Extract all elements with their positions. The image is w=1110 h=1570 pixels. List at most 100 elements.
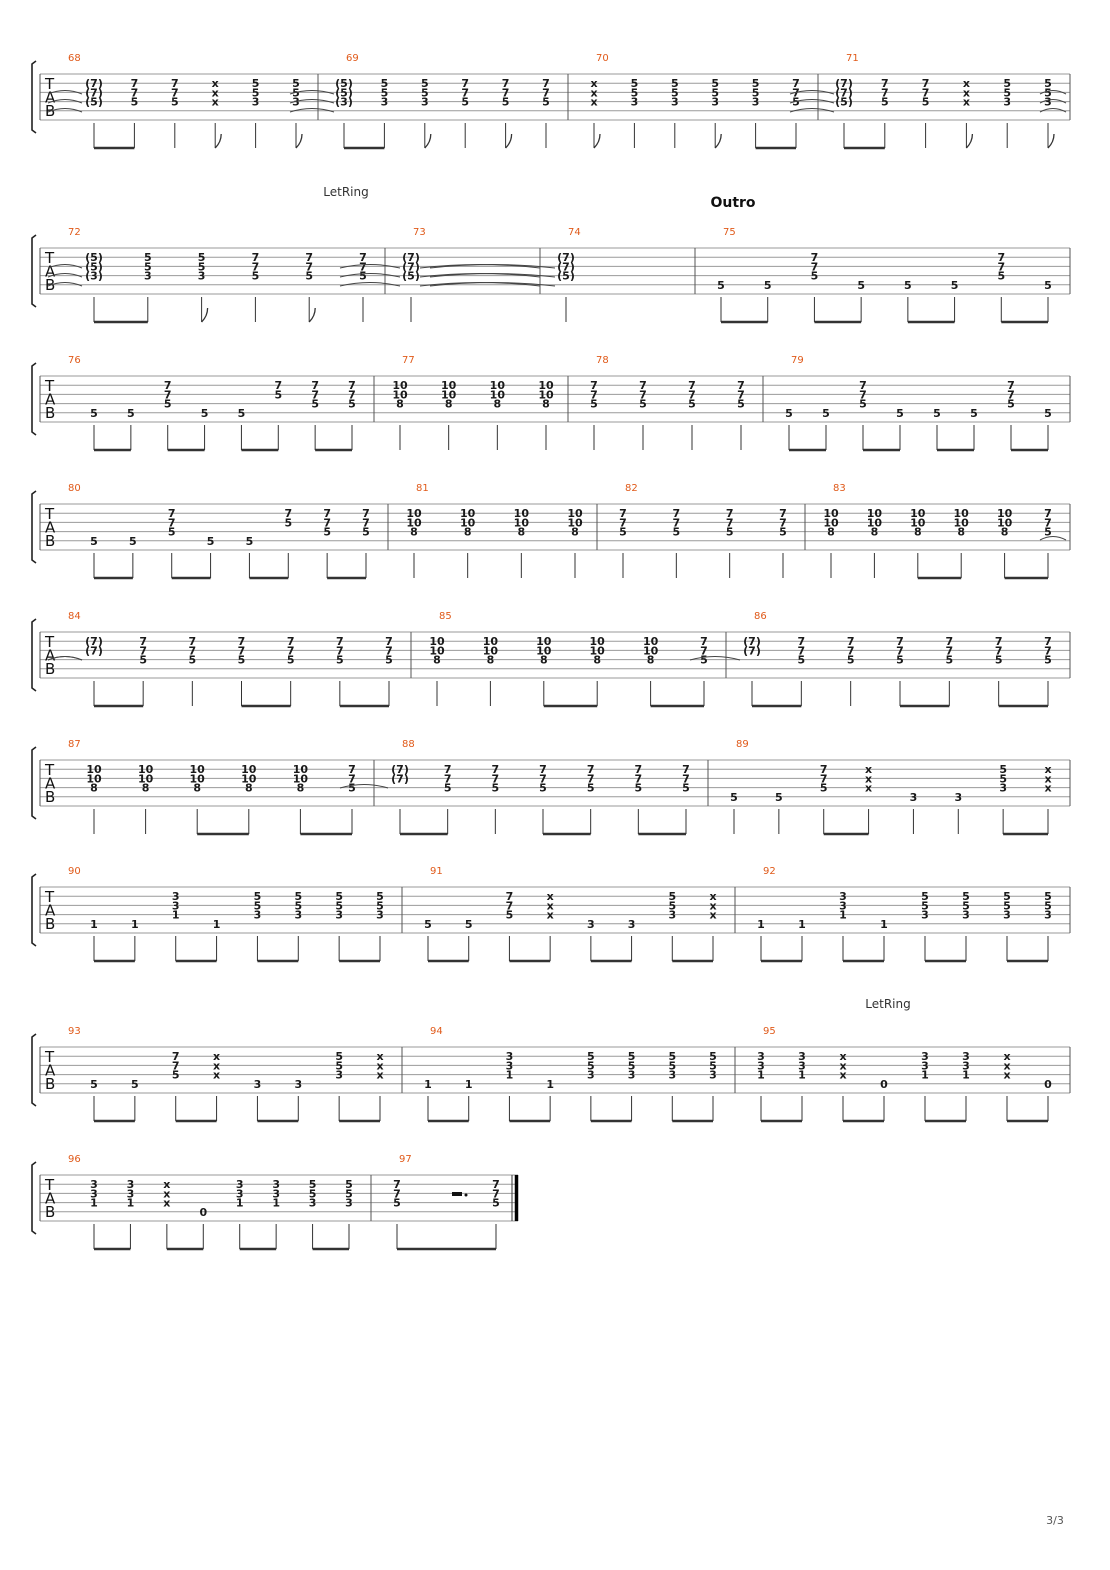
fret-number: 3 — [999, 782, 1007, 795]
tab-clef-a: A — [45, 391, 56, 409]
fret-number: 7 — [171, 86, 179, 99]
fret-number: 5 — [376, 890, 384, 903]
dead-note: x — [212, 86, 219, 99]
fret-number: (7) — [402, 260, 420, 273]
fret-number: 5 — [421, 86, 429, 99]
eighth-flag — [505, 133, 513, 149]
fret-number: 3 — [962, 1059, 970, 1072]
tab-clef-t: T — [44, 377, 55, 395]
fret-number: 7 — [590, 388, 598, 401]
fret-number: 8 — [542, 398, 550, 411]
fret-number: 10 — [406, 516, 422, 529]
fret-number: 7 — [1044, 516, 1052, 529]
measure-number: 81 — [416, 483, 429, 494]
fret-number: 7 — [502, 77, 510, 90]
fret-number: 7 — [688, 379, 696, 392]
fret-number: 8 — [871, 526, 879, 539]
fret-number: 1 — [213, 918, 221, 931]
fret-number: 1 — [798, 918, 806, 931]
fret-number: 8 — [433, 654, 441, 667]
fret-number: 5 — [294, 890, 302, 903]
fret-number: 5 — [922, 96, 930, 109]
fret-number: 7 — [506, 899, 514, 912]
fret-number: 8 — [193, 782, 201, 795]
fret-number: 3 — [335, 1069, 343, 1082]
fret-number: 5 — [381, 86, 389, 99]
fret-number: 10 — [190, 763, 206, 776]
fret-number: 7 — [922, 86, 930, 99]
let-ring-label: LetRing — [865, 997, 910, 1011]
fret-number: 5 — [131, 96, 139, 109]
fret-number: 3 — [668, 1069, 676, 1082]
fret-number: 5 — [164, 398, 172, 411]
fret-number: 7 — [737, 379, 745, 392]
fret-number: 8 — [914, 526, 922, 539]
dead-note: x — [709, 890, 716, 903]
measure-number: 85 — [439, 611, 452, 622]
fret-number: 5 — [671, 77, 679, 90]
fret-number: 7 — [539, 763, 547, 776]
fret-number: 5 — [139, 654, 147, 667]
eighth-flag — [214, 133, 222, 149]
fret-number: 7 — [542, 86, 550, 99]
fret-number: 7 — [323, 507, 331, 520]
fret-number: 7 — [287, 635, 295, 648]
fret-number: 5 — [284, 516, 292, 529]
fret-number: 3 — [421, 96, 429, 109]
fret-number: 8 — [410, 526, 418, 539]
fret-number: 7 — [700, 644, 708, 657]
measure-number: 87 — [68, 739, 81, 750]
fret-number: 0 — [880, 1078, 888, 1091]
fret-number: 5 — [348, 782, 356, 795]
tie — [1039, 536, 1067, 541]
fret-number: 3 — [272, 1187, 280, 1200]
fret-number: 3 — [292, 96, 300, 109]
fret-number: 7 — [798, 635, 806, 648]
fret-number: 10 — [536, 635, 552, 648]
fret-number: 7 — [461, 86, 469, 99]
fret-number: 3 — [757, 1059, 765, 1072]
fret-number: (7) — [402, 251, 420, 264]
dead-note: x — [839, 1059, 846, 1072]
fret-number: 5 — [999, 772, 1007, 785]
measure-number: 86 — [754, 611, 767, 622]
fret-number: 10 — [441, 379, 457, 392]
fret-number: 1 — [506, 1069, 514, 1082]
tie — [339, 273, 401, 278]
fret-number: 5 — [1044, 86, 1052, 99]
fret-number: (3) — [335, 96, 353, 109]
fret-number: 7 — [164, 379, 172, 392]
fret-number: 5 — [859, 398, 867, 411]
fret-number: 7 — [779, 507, 787, 520]
fret-number: 3 — [839, 890, 847, 903]
fret-number: 5 — [970, 407, 978, 420]
system-bracket — [31, 362, 37, 436]
tie — [47, 656, 83, 661]
fret-number: 5 — [90, 1078, 98, 1091]
dead-note: x — [547, 890, 554, 903]
fret-number: 8 — [90, 782, 98, 795]
fret-number: (5) — [557, 270, 575, 283]
fret-number: 3 — [631, 96, 639, 109]
fret-number: 5 — [688, 398, 696, 411]
fret-number: 5 — [631, 77, 639, 90]
tie — [1039, 108, 1067, 113]
fret-number: 7 — [385, 644, 393, 657]
fret-number: 7 — [393, 1187, 401, 1200]
fret-number: 0 — [199, 1206, 207, 1219]
tab-clef-b: B — [45, 404, 55, 422]
fret-number: 7 — [587, 772, 595, 785]
tie — [339, 282, 401, 287]
fret-number: 8 — [647, 654, 655, 667]
dead-note: x — [590, 86, 597, 99]
fret-number: 3 — [910, 791, 918, 804]
fret-number: 3 — [954, 791, 962, 804]
fret-number: 8 — [518, 526, 526, 539]
fret-number: 5 — [1003, 77, 1011, 90]
fret-number: 5 — [717, 279, 725, 292]
fret-number: 5 — [287, 654, 295, 667]
fret-number: 5 — [144, 260, 152, 273]
tab-clef-b: B — [45, 1203, 55, 1221]
fret-number: 3 — [127, 1178, 135, 1191]
fret-number: 10 — [910, 507, 926, 520]
